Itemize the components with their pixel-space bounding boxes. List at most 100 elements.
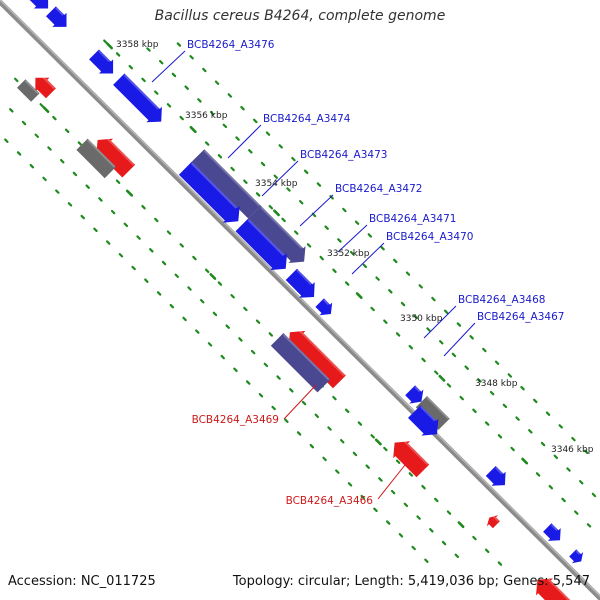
tick-dot [426,327,431,332]
tick-dot [217,154,223,159]
major-tick [42,106,50,114]
tick-dot [411,545,416,551]
tick-dot [332,268,337,274]
tick-dot [294,230,299,235]
label-leader-line [227,124,262,159]
gene-highlight [543,574,570,600]
tick-dot [322,456,327,462]
tick-dot [220,354,225,360]
tick-dot [520,385,525,391]
label-leader-line [261,160,299,197]
gene-arrow [543,523,561,541]
gene-arrow [235,218,288,271]
gene-labels-layer: BCB4264_A3476BCB4264_A3474BCB4264_A3473B… [187,39,564,507]
tick-dot [362,263,368,269]
tick-dot [515,416,520,421]
gene-highlight [575,550,581,555]
tick-dot [416,515,421,520]
tick-dot [388,289,393,294]
tick-dot [55,189,60,194]
tick-dot [166,230,172,235]
tick-dot [118,253,124,258]
gene-arrow [113,73,162,123]
tick-dot [179,243,184,248]
tick-dot [477,378,482,383]
tick-dot [459,395,464,401]
tick-dot [189,55,194,60]
tick-dot [484,548,490,554]
tick-dot [446,510,452,515]
tick-dot [360,494,365,500]
tick-dot [586,523,592,528]
tick-dot [579,480,584,485]
tick-dot [204,141,210,146]
gene-arrow [285,268,315,298]
gene-label: BCB4264_A3471 [369,213,456,225]
ruler-label: 3354 kbp [255,179,298,189]
tick-dot [385,520,391,525]
major-tick [355,292,363,299]
tick-dot [29,163,35,169]
tick-dot [342,207,347,213]
major-tick [374,438,382,446]
tick-dot [47,146,52,151]
tick-dot [561,497,566,503]
tick-dot [34,133,40,138]
label-leader-line [283,384,317,420]
tick-dot [39,103,44,108]
tick-dot [263,362,269,368]
tick-dot [255,192,261,197]
tick-dot [93,227,98,233]
tick-dot [494,360,500,365]
tick-dot [250,349,256,355]
tick-dot [166,103,172,108]
tick-dot [443,309,449,315]
major-tick [189,125,197,133]
gene-highlight [87,139,116,168]
tick-dot [337,238,342,243]
tick-dot [110,209,116,215]
tick-dot [240,105,245,111]
tick-dot [441,540,447,546]
tick-dot [571,436,576,442]
tick-dot [434,370,439,375]
tick-dot [72,171,78,177]
tick-dot [306,243,312,248]
tick-dot [583,449,589,455]
tick-dot [324,225,329,230]
tick-dot [314,413,320,419]
tick-dot [489,390,495,396]
tick-dot [421,357,426,363]
tick-dot [176,42,182,47]
gene-highlight [190,162,237,209]
gene-highlight [420,405,436,422]
gene-arrow [96,138,136,178]
gene-arrow [486,515,500,529]
tick-dot [370,434,375,439]
tick-dot [424,558,429,563]
tick-dot [540,441,546,447]
tick-dot [349,250,355,256]
tick-dot [301,400,307,406]
tick-dot [230,294,235,299]
gene-arrow [89,49,114,74]
major-tick [125,189,133,197]
tick-dot [268,332,274,337]
gene-label: BCB4264_A3472 [335,183,422,195]
gene-arrow [288,330,346,389]
gene-arrow [46,6,67,27]
tick-dot [332,395,337,401]
gene-highlight [98,50,111,63]
tick-dot [174,273,180,279]
gene-arrow [569,549,584,564]
tick-dot [403,502,409,508]
gene-arrow [29,0,49,9]
tick-dot [243,306,248,312]
tick-dot [179,115,184,121]
major-tick [438,374,446,382]
tick-dot [278,144,283,149]
tick-dot [482,347,487,353]
tick-dot [192,255,197,261]
